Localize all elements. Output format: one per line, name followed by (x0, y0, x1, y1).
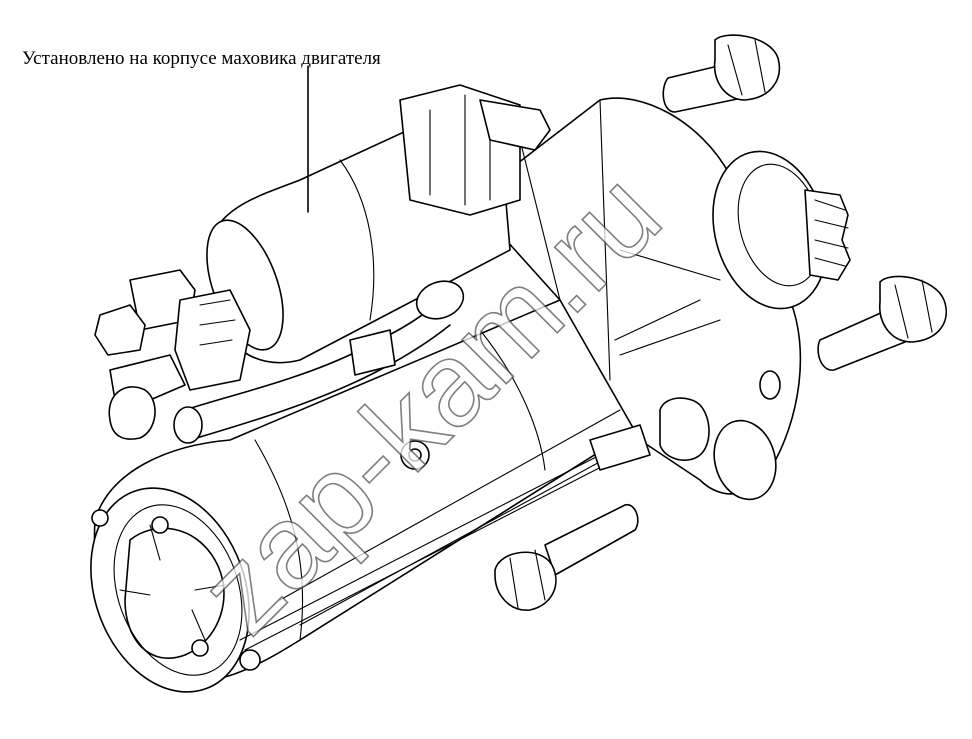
mounting-bolt (494, 504, 639, 611)
solenoid (94, 84, 551, 440)
motor-housing (90, 297, 651, 693)
mounting-bolt (817, 275, 947, 371)
mounting-bolt (662, 34, 781, 113)
callout-label: Установлено на корпусе маховика двигател… (22, 48, 381, 69)
cable (173, 280, 710, 471)
drive-flange (469, 97, 851, 501)
